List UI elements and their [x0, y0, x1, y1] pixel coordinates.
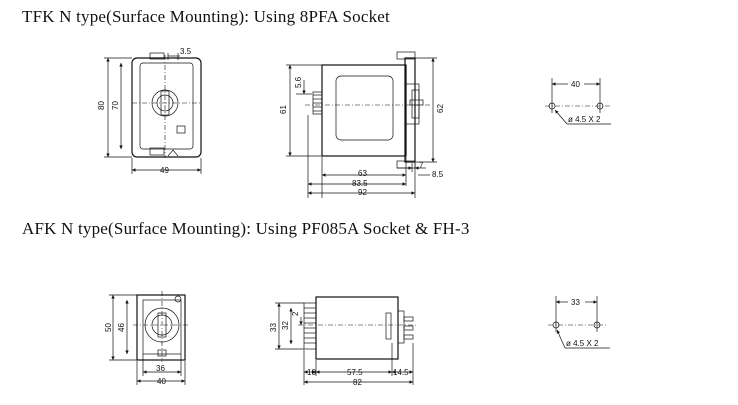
tfk-side-dim-d: 7: [419, 161, 424, 170]
afk-side-dim-a: 10: [307, 368, 316, 377]
tfk-holes-dim-pitch: 40: [571, 80, 580, 89]
afk-side-dim-height-outer: 33: [269, 323, 278, 332]
tfk-side-dim-height: 61: [279, 105, 288, 114]
afk-side-dim-total: 82: [353, 378, 362, 387]
afk-holes-dim-hole: ø 4.5 X 2: [566, 339, 599, 348]
tfk-front-dim-height-outer: 80: [97, 101, 106, 110]
tfk-side-dim-b: 83.5: [352, 179, 368, 188]
afk-front-dim-height-outer: 50: [104, 323, 113, 332]
afk-side-dim-height-inner: 32: [281, 321, 290, 330]
tfk-side-dim-knob: 5.6: [294, 76, 303, 88]
afk-heading: AFK N type(Surface Mounting): Using PF08…: [22, 219, 470, 238]
tfk-holes-dim-hole: ø 4.5 X 2: [568, 115, 601, 124]
tfk-heading: TFK N type(Surface Mounting): Using 8PFA…: [22, 7, 390, 26]
tfk-side-view: 5.6 61 62 63 83.5 92 7 8.5: [279, 51, 445, 198]
afk-side-dim-c: 14.5: [393, 368, 409, 377]
tfk-side-dim-a: 63: [358, 169, 367, 178]
afk-front-dim-height-inner: 46: [117, 323, 126, 332]
afk-side-dim-b: 57.5: [347, 368, 363, 377]
tfk-side-dim-socket: 62: [436, 104, 445, 113]
tfk-front-dim-width: 49: [160, 166, 169, 175]
afk-front-dim-width-inner: 36: [156, 364, 165, 373]
afk-front-view: 50 46 36 40: [104, 291, 190, 386]
afk-front-dim-width-outer: 40: [157, 377, 166, 386]
tfk-front-dim-height-inner: 70: [111, 101, 120, 110]
tfk-mounting-holes: 40 ø 4.5 X 2: [545, 78, 611, 125]
afk-holes-dim-pitch: 33: [571, 298, 580, 307]
afk-side-view: 33 32 2 10 57.5 14.5 82: [269, 296, 418, 387]
tfk-front-view: 3.5 80 70 49: [97, 47, 202, 175]
tfk-front-dim-top: 3.5: [180, 47, 192, 56]
tfk-side-dim-e: 8.5: [432, 170, 444, 179]
tfk-side-dim-c: 92: [358, 188, 367, 197]
afk-mounting-holes: 33 ø 4.5 X 2: [548, 296, 610, 349]
afk-side-dim-knob: 2: [291, 311, 300, 316]
